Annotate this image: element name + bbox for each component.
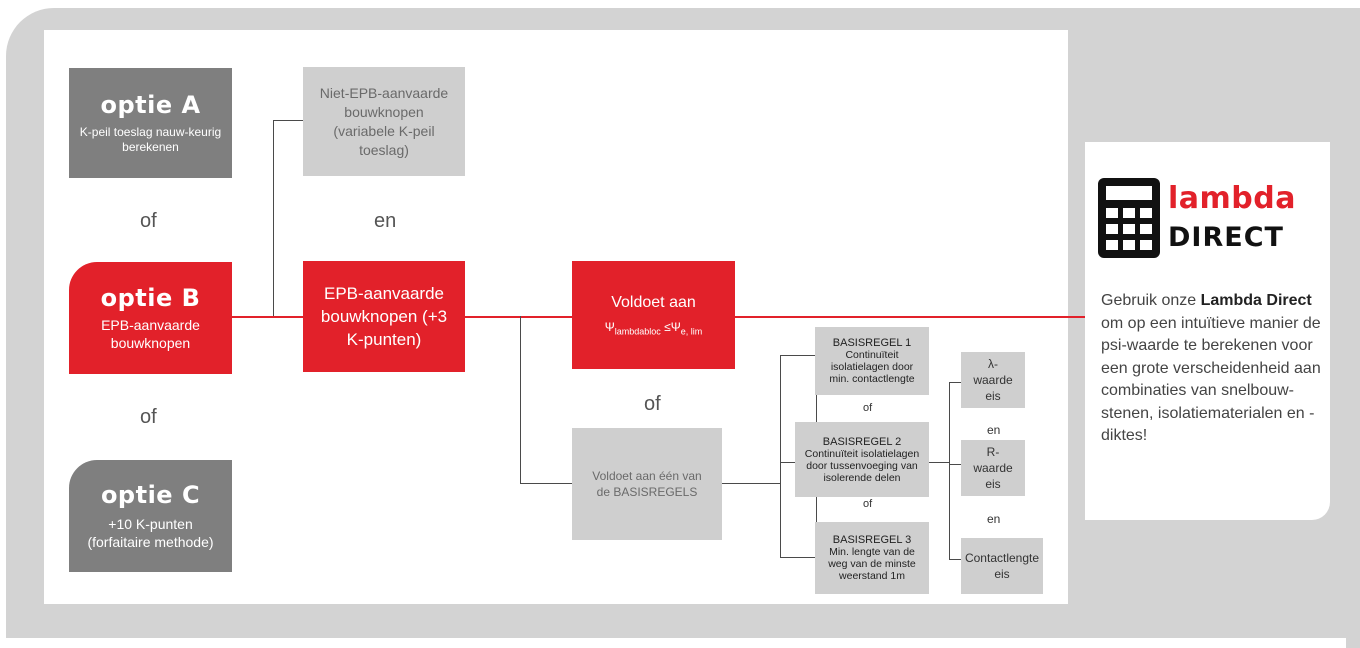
voldoet-psi-box: Voldoet aan Ψlambdabloc ≤Ψe, lim [572,261,735,369]
connector-line [949,559,961,560]
connector-en: en [374,210,397,232]
basisregel-3-title: BASISREGEL 3 [832,534,912,546]
rule-connector-of-1: of [863,402,873,414]
voldoet-title: Voldoet aan [611,293,696,311]
connector-line [816,395,817,423]
niet-epb-box: Niet-EPB-aanvaarde bouwknopen (variabele… [303,67,465,176]
connector-of-2: of [140,406,157,428]
psi-formula: Ψlambdabloc ≤Ψe, lim [605,320,703,336]
contactlengte-eis-box: Contactlengte eis [961,538,1043,594]
desc-pre: Gebruik onze [1101,292,1201,309]
connector-line [273,120,274,316]
contactlengte-eis-label: Contactlengte eis [964,551,1040,581]
basisregel-2-box: BASISREGEL 2 Continuïteit isolatielagen … [795,422,929,497]
req-connector-en-2: en [987,512,1001,526]
psi-subscript-2: e, lim [680,326,703,337]
psi-symbol: Ψ [604,319,615,334]
lambda-waarde-eis-box: λ-waarde eis [961,352,1025,408]
lambda-direct-logo[interactable]: lambda DIRECT [1098,178,1318,260]
connector-line [722,483,780,484]
connector-line [949,382,961,383]
lambda-direct-description: Gebruik onze Lambda Direct om op een int… [1101,290,1321,448]
epb-aanvaard-text: EPB-aanvaarde bouwknopen (+3 K-punten) [320,284,448,349]
psi-symbol-2: Ψ [670,319,681,334]
logo-text-lambda: lambda [1168,181,1296,216]
connector-line [273,120,303,121]
connector-line [816,496,817,522]
lambda-direct-link[interactable]: Lambda Direct [1200,292,1312,309]
psi-subscript: lambdabloc [614,326,661,337]
connector-of-1: of [140,210,157,232]
basisregels-box: Voldoet aan één van de BASISREGELS [572,428,722,540]
option-a-desc: K-peil toeslag nauw-keurig berekenen [79,125,222,154]
option-c-desc: +10 K-punten (forfaitaire methode) [87,516,214,550]
option-a-box: optie A K-peil toeslag nauw-keurig berek… [69,68,232,178]
lambda-waarde-eis-label: λ-waarde eis [973,357,1013,403]
niet-epb-text: Niet-EPB-aanvaarde bouwknopen (variabele… [319,84,449,158]
option-b-box: optie B EPB-aanvaarde bouwknopen [69,262,232,374]
basisregel-1-title: BASISREGEL 1 [832,337,912,349]
option-a-title: optie A [100,91,201,119]
epb-aanvaard-box: EPB-aanvaarde bouwknopen (+3 K-punten) [303,261,465,372]
basisregel-1-box: BASISREGEL 1 Continuïteit isolatielagen … [815,327,929,395]
basisregel-2-title: BASISREGEL 2 [822,435,902,448]
option-b-title: optie B [100,284,201,312]
connector-of-3: of [644,393,661,415]
basisregel-2-text: Continuïteit isolatielagen door tussenvo… [804,447,920,484]
option-c-title: optie C [100,481,201,509]
calculator-icon [1098,178,1160,258]
basisregels-text: Voldoet aan één van de BASISREGELS [592,469,702,499]
desc-post: om op een intuïtieve manier de psi-waard… [1101,314,1321,445]
option-c-box: optie C +10 K-punten (forfaitaire method… [69,460,232,572]
connector-line [780,462,795,463]
rule-connector-of-2: of [863,498,873,510]
basisregel-3-text: Min. lengte van de weg van de minste wee… [828,546,916,582]
connector-line [949,382,950,560]
connector-line [520,316,521,484]
basisregel-3-box: BASISREGEL 3 Min. lengte van de weg van … [815,522,929,594]
option-b-desc: EPB-aanvaarde bouwknopen [101,317,200,351]
r-waarde-eis-label: R-waarde eis [973,445,1013,491]
connector-line [520,483,572,484]
logo-text-direct: DIRECT [1168,222,1284,253]
connector-line [780,355,781,558]
connector-line [780,355,815,356]
connector-line [949,464,961,465]
connector-line [929,462,949,463]
r-waarde-eis-box: R-waarde eis [961,440,1025,496]
leq-symbol: ≤ [664,319,671,334]
req-connector-en-1: en [987,423,1001,437]
connector-line [780,557,815,558]
basisregel-1-text: Continuïteit isolatielagen door min. con… [829,349,915,385]
